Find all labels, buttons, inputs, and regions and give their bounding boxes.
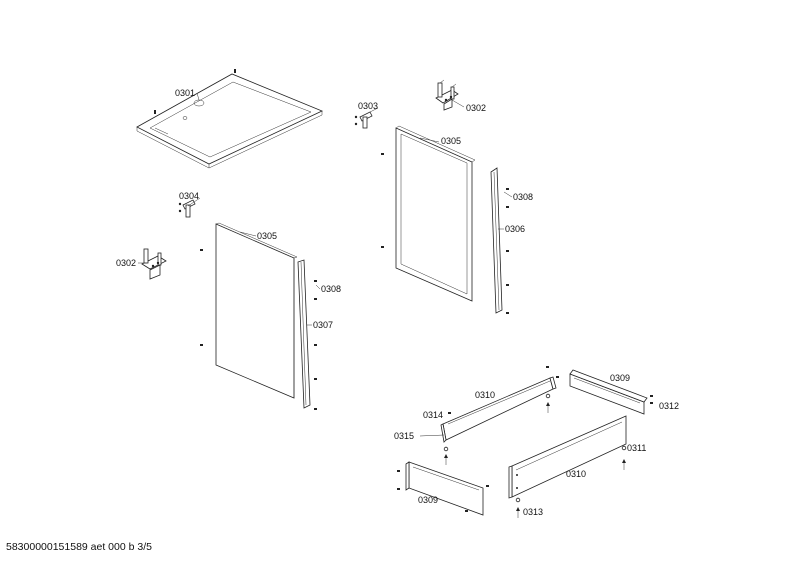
label-0307: 0307 [313,320,333,330]
part-0306-rail-right [490,167,509,314]
label-0309-right: 0309 [610,373,630,383]
label-0312: 0312 [659,401,679,411]
label-0315: 0315 [394,431,414,441]
callout-labels: 0301 0302 0302 0303 0304 0305 0305 0306 … [116,88,679,517]
label-0306: 0306 [505,224,525,234]
label-0305-right: 0305 [441,136,461,146]
label-0310-upper: 0310 [475,390,495,400]
label-0301: 0301 [175,88,195,98]
label-0314: 0314 [423,410,443,420]
part-0310-bar-lower [508,415,627,499]
part-0310-bar-upper [440,366,557,443]
label-0310-lower: 0310 [566,469,586,479]
label-0308-right: 0308 [513,192,533,202]
part-0309-plate-left [397,461,489,516]
part-0302-bracket-left [141,248,167,280]
label-0308-left: 0308 [321,284,341,294]
part-0301-top-plate [136,69,323,169]
leader-lines [138,92,513,437]
label-0313: 0313 [523,507,543,517]
label-0311: 0311 [627,443,646,453]
part-0305-side-panel-left [200,222,298,399]
label-0305-left: 0305 [257,231,277,241]
part-0309-plate-right [556,369,653,415]
label-0309-left: 0309 [418,495,438,505]
label-0302-left: 0302 [116,258,136,268]
fasteners [443,393,627,518]
part-0307-rail-left [297,259,317,410]
part-0302-bracket-right [435,79,459,111]
part-0305-side-frame-right [381,125,476,302]
label-0304: 0304 [179,191,199,201]
document-id: 58300000151589 aet 000 b 3/5 [6,541,152,553]
label-0303: 0303 [358,101,378,111]
part-0303-clip [354,111,373,129]
part-0304-clip [178,199,196,218]
label-0302-top: 0302 [466,103,486,113]
